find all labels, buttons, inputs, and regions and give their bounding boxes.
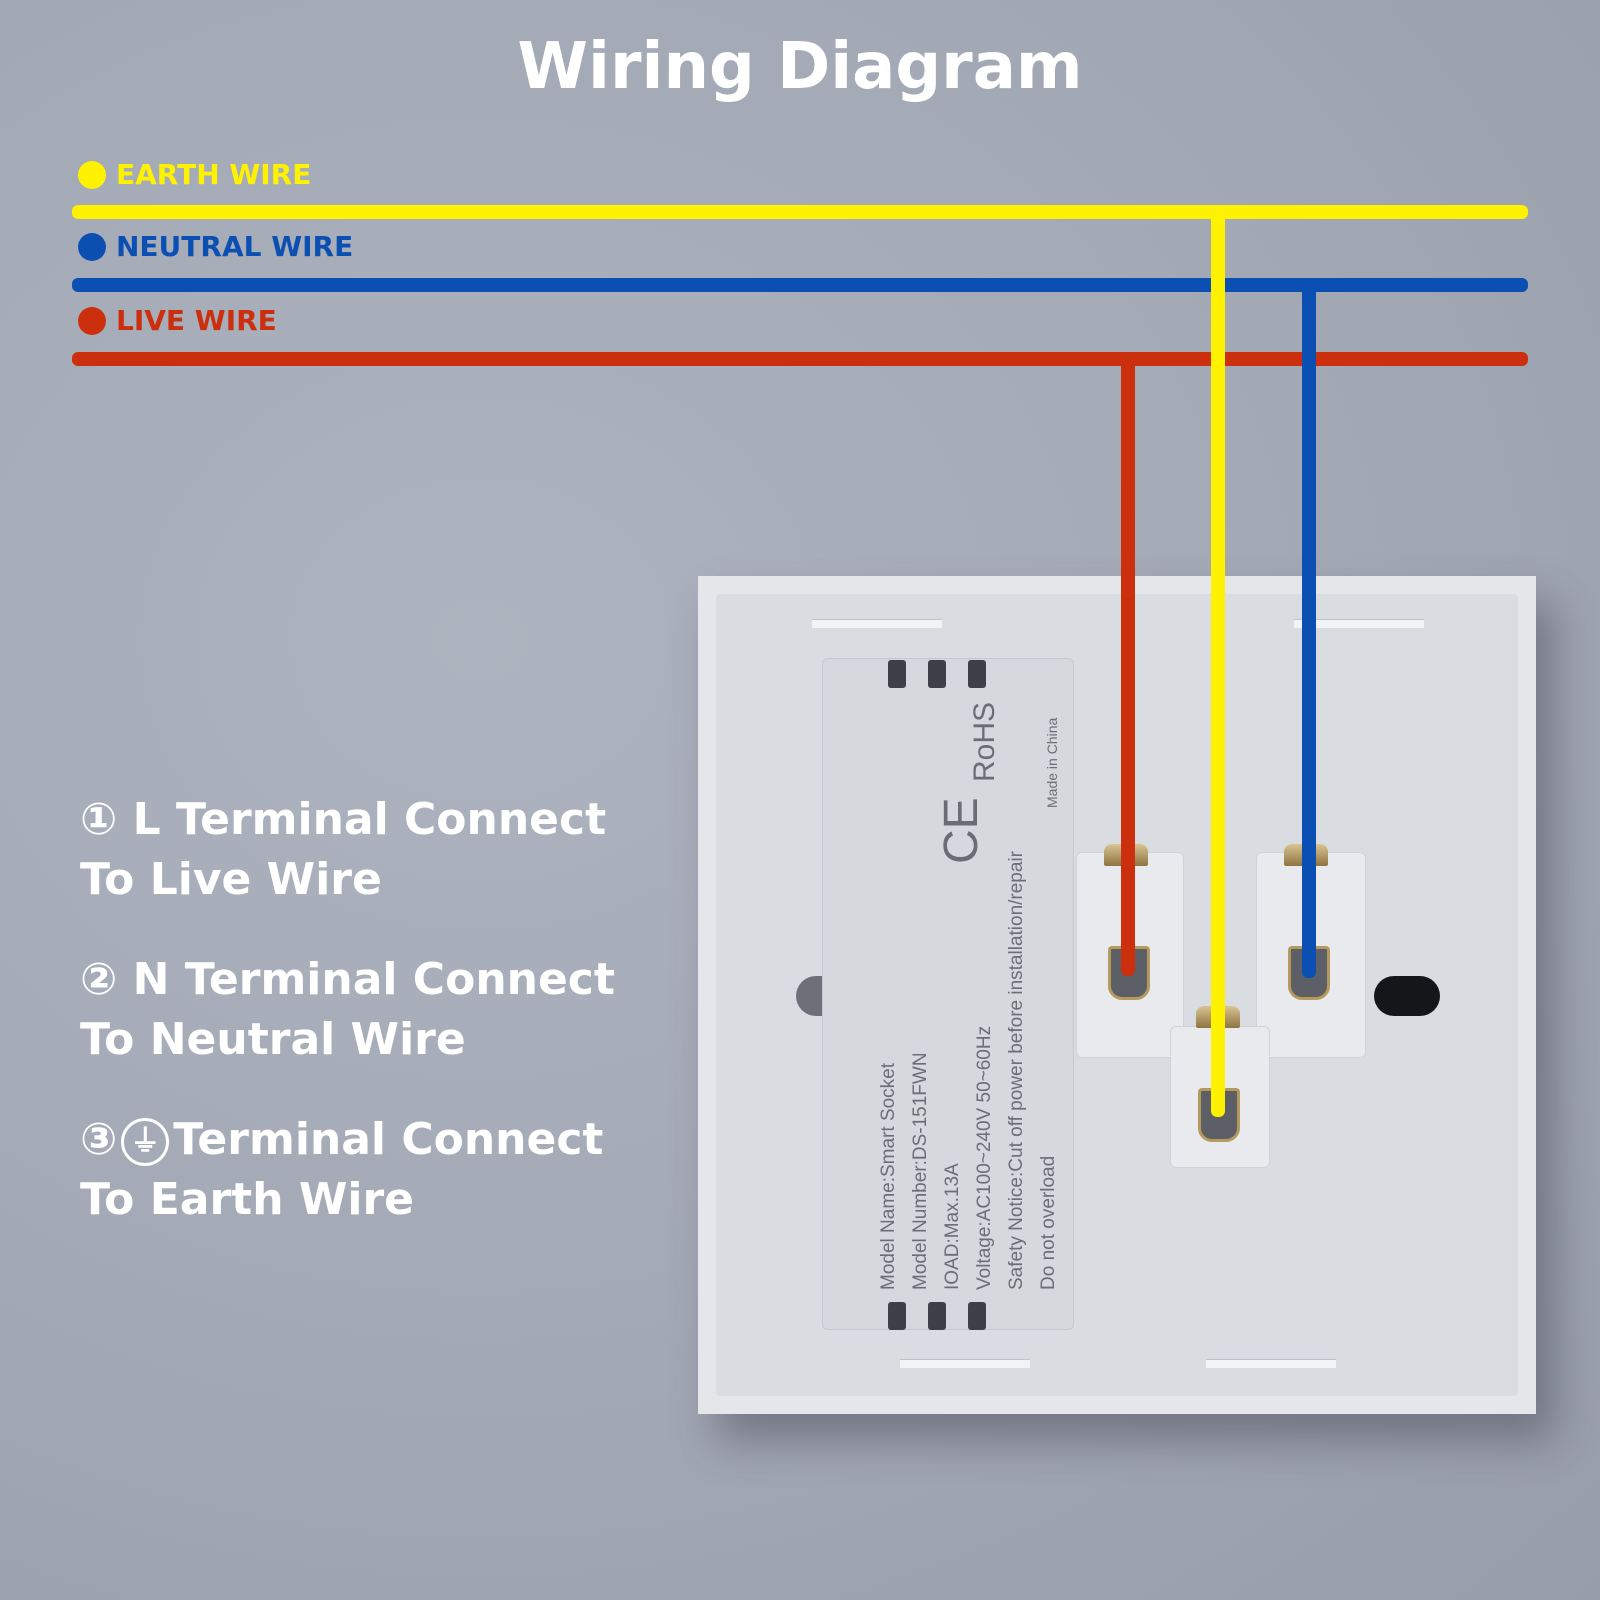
instruction-neutral-line2: To Neutral Wire bbox=[80, 1014, 466, 1065]
clip-notch bbox=[900, 1360, 1030, 1368]
legend-earth-label: EARTH WIRE bbox=[116, 158, 312, 191]
instruction-live-line2: To Live Wire bbox=[80, 854, 382, 905]
instruction-neutral: ② N Terminal Connect To Neutral Wire bbox=[80, 950, 615, 1070]
device-label-panel: Model Name:Smart Socket Model Number:DS-… bbox=[822, 658, 1074, 1330]
label-overload: Do not overload bbox=[1038, 1155, 1059, 1290]
step-1-marker: ① bbox=[80, 794, 118, 845]
clip-notch bbox=[812, 620, 942, 628]
clip-notch bbox=[1206, 1360, 1336, 1368]
live-drop-wire bbox=[1121, 352, 1135, 976]
vent-slot bbox=[888, 660, 906, 688]
label-load: IOAD:Max.13A bbox=[942, 1163, 963, 1290]
instruction-earth-line1: Terminal Connect bbox=[173, 1114, 604, 1165]
earth-drop-wire bbox=[1211, 205, 1225, 1117]
label-made-in: Made in China bbox=[1044, 717, 1060, 808]
page-title: Wiring Diagram bbox=[517, 30, 1083, 104]
live-dot-icon bbox=[78, 306, 106, 335]
legend-live: LIVE WIRE bbox=[78, 304, 277, 337]
instruction-live-line1: L Terminal Connect bbox=[132, 794, 607, 845]
legend-neutral: NEUTRAL WIRE bbox=[78, 230, 353, 263]
instruction-earth: ③⏚Terminal Connect To Earth Wire bbox=[80, 1110, 603, 1230]
earth-dot-icon bbox=[78, 160, 106, 189]
live-bus-wire bbox=[72, 352, 1528, 366]
instruction-neutral-line1: N Terminal Connect bbox=[132, 954, 615, 1005]
vent-slot bbox=[928, 1302, 946, 1330]
legend-earth: EARTH WIRE bbox=[78, 158, 311, 191]
vent-slot bbox=[928, 660, 946, 688]
instruction-earth-line2: To Earth Wire bbox=[80, 1174, 414, 1225]
neutral-bus-wire bbox=[72, 278, 1528, 292]
vent-slot bbox=[888, 1302, 906, 1330]
step-2-marker: ② bbox=[80, 954, 118, 1005]
ce-mark-icon: CE bbox=[935, 797, 988, 864]
neutral-drop-wire bbox=[1302, 278, 1316, 978]
earth-symbol-icon: ⏚ bbox=[121, 1118, 170, 1166]
instruction-live: ① L Terminal Connect To Live Wire bbox=[80, 790, 606, 910]
label-model-number: Model Number:DS-151FWN bbox=[910, 1052, 931, 1290]
legend-live-label: LIVE WIRE bbox=[116, 304, 277, 337]
mounting-hole bbox=[1374, 976, 1440, 1016]
label-safety-notice: Safety Notice:Cut off power before insta… bbox=[1006, 851, 1027, 1290]
legend-neutral-label: NEUTRAL WIRE bbox=[116, 230, 354, 263]
earth-bus-wire bbox=[72, 205, 1528, 219]
neutral-dot-icon bbox=[78, 232, 106, 261]
rohs-mark-icon: RoHS bbox=[968, 701, 1001, 782]
step-3-marker: ③ bbox=[80, 1114, 118, 1165]
vent-slot bbox=[968, 1302, 986, 1330]
label-model-name: Model Name:Smart Socket bbox=[878, 1062, 899, 1290]
label-voltage: Voltage:AC100~240V 50~60Hz bbox=[974, 1025, 995, 1290]
clip-notch bbox=[1294, 620, 1424, 628]
vent-slot bbox=[968, 660, 986, 688]
